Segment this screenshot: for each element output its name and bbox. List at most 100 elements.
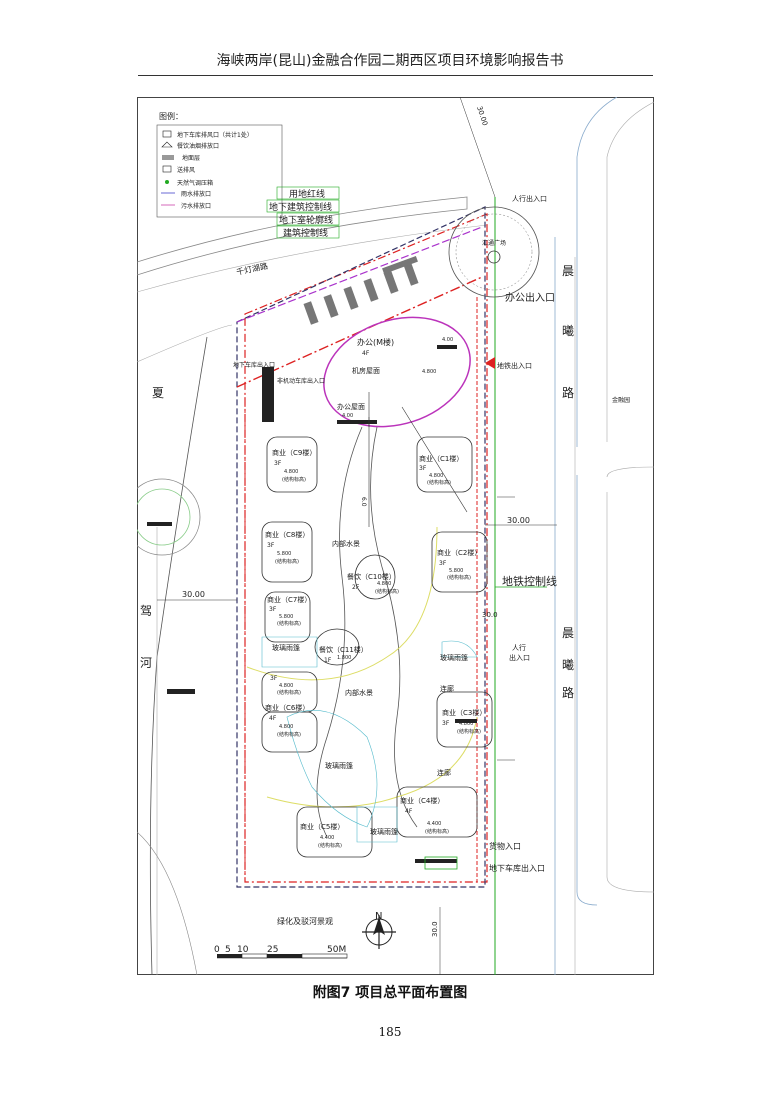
- machine-room-elev: 4.800: [422, 369, 436, 375]
- inner-water-label-2: 内部水景: [345, 688, 373, 697]
- site-plan-drawing: 图例： 地下车库排风口（共计1处） 餐饮油烟排放口 地面层 送排风 天然气调压箱…: [137, 97, 654, 975]
- east-road-curve-top: [576, 97, 618, 447]
- site-boundary-red: [244, 213, 488, 883]
- building-c10-note: (结构标高): [375, 588, 399, 595]
- line-label-basement: 地下室轮廓线: [279, 214, 333, 226]
- building-footprints: [261, 436, 493, 858]
- legend-item-label: 送排风: [177, 166, 195, 174]
- east-road-curve-top-2: [606, 101, 654, 442]
- building-c7-note: (结构标高): [277, 620, 301, 627]
- scale-label-0: 0: [214, 945, 220, 955]
- entrance-metro: 地铁出入口: [497, 361, 532, 370]
- legend-item-label: 餐饮油烟排放口: [177, 142, 219, 150]
- entrance-pedestrian-mid-2: 出入口: [509, 653, 530, 662]
- legend-item-label: 雨水排放口: [181, 190, 211, 198]
- building-m-elev: 4.00: [442, 337, 453, 343]
- building-m-outline: [323, 316, 471, 428]
- building-c1-note: (结构标高): [427, 479, 451, 486]
- glass-canopies: [261, 636, 478, 843]
- plan-frame: [137, 97, 654, 975]
- road-west-2: 驾: [140, 604, 152, 618]
- dim-label-bottom: 30.0: [431, 921, 439, 937]
- north-road-edge: [137, 224, 488, 293]
- road-east-top-2: 曦: [562, 324, 574, 338]
- building-c7-elev: 5.800: [279, 614, 293, 620]
- building-c2-note: (结构标高): [447, 574, 471, 581]
- building-c4-elev: 4.400: [427, 821, 441, 827]
- north-parking-bays: [303, 256, 419, 325]
- building-c5-note: (结构标高): [318, 842, 342, 849]
- building-c2-name: 商业（C2楼）: [437, 548, 481, 557]
- building-c10-elev: 4.800: [377, 581, 391, 587]
- building-c9-note: (结构标高): [282, 476, 306, 483]
- plaza-circle: [448, 206, 540, 298]
- line-label-control: 建筑控制线: [283, 227, 328, 239]
- machine-room-label: 机房屋面: [352, 366, 380, 375]
- plaza-label: 汇通广场: [482, 239, 506, 247]
- glass-canopy-label-1: 玻璃雨篷: [272, 643, 300, 652]
- building-c6b-note: (结构标高): [277, 689, 301, 696]
- building-c3-name: 商业（C3楼）: [442, 708, 486, 717]
- building-c7-name: 商业（C7楼）: [267, 595, 311, 604]
- building-c6-floors: 4F: [269, 715, 277, 722]
- dim-line-top: [459, 97, 496, 198]
- glass-canopy-label-4: 玻璃雨篷: [370, 827, 398, 836]
- building-c8-note: (结构标高): [275, 558, 299, 565]
- legend-title: 图例：: [159, 111, 183, 121]
- central-spine-e: [370, 426, 418, 828]
- building-c10-name: 餐饮（C10楼）: [347, 572, 396, 581]
- north-road: [137, 196, 468, 276]
- building-c6-elev: 4.800: [279, 724, 293, 730]
- building-c2-elev: 5.800: [449, 568, 463, 574]
- building-c11-elev: 1.800: [337, 655, 351, 661]
- building-c8-name: 商业（C8楼）: [265, 530, 309, 539]
- building-c5-elev: 4.400: [320, 835, 334, 841]
- metro-entrance-marker: [485, 357, 495, 369]
- building-c5-name: 商业（C5楼）: [300, 822, 344, 831]
- arrow-m-to-c2: [401, 406, 468, 513]
- scale-label-5: 5: [225, 945, 231, 955]
- entrance-garage-nw: 地下车库出入口: [233, 361, 275, 369]
- river-bank-1: [149, 336, 208, 975]
- header-rule: [138, 75, 653, 76]
- dim-label-west: 30.00: [182, 590, 205, 599]
- building-c8-floors: 3F: [267, 542, 275, 549]
- scale-bar: [217, 953, 348, 959]
- building-c6-name: 商业（C6楼）: [265, 703, 309, 712]
- figure-caption: 附图7 项目总平面布置图: [312, 985, 468, 1001]
- road-east-bottom-1: 晨: [562, 626, 574, 640]
- inner-water-label-1: 内部水景: [332, 539, 360, 548]
- building-c2-floors: 3F: [439, 560, 447, 567]
- dim-label-mid2: 30.0: [482, 611, 498, 619]
- underground-boundary-blue: [236, 206, 486, 888]
- road-north-label: 千灯湖路: [235, 261, 268, 277]
- metro-line-label: 地铁控制线: [502, 574, 557, 588]
- legend-item-label: 地下车库排风口（共计1处）: [177, 131, 253, 139]
- building-c4-name: 商业（C4楼）: [400, 796, 444, 805]
- office-roof-elev: 4.00: [342, 413, 353, 419]
- line-label-boxes: [266, 186, 340, 239]
- line-label-red: 用地红线: [289, 188, 325, 200]
- dim-label-top: 30.00: [475, 105, 489, 127]
- entrance-pedestrian-top: 人行出入口: [512, 194, 547, 203]
- north-arrow-icon: [362, 915, 396, 949]
- building-c6b-floors: 3F: [270, 675, 278, 682]
- road-curve-nw: [137, 324, 233, 363]
- road-west-3: 河: [140, 656, 152, 670]
- road-east-bottom-3: 路: [562, 685, 574, 700]
- entrance-office: 办公出入口: [505, 291, 555, 304]
- road-east-bottom-2: 曦: [562, 658, 574, 672]
- east-road-bend: [606, 466, 654, 478]
- west-roundabout-inner: [137, 488, 191, 546]
- building-c3-note: (结构标高): [457, 728, 481, 735]
- building-c9-name: 商业（C9楼）: [272, 448, 316, 457]
- building-c9-elev: 4.800: [284, 469, 298, 475]
- scale-label-50: 50M: [327, 945, 346, 955]
- corridor-label-1: 连廊: [440, 684, 454, 693]
- document-header: 海峡两岸(昆山)金融合作园二期西区项目环境影响报告书: [216, 53, 564, 69]
- basement-outline: [236, 226, 483, 323]
- building-c6-note: (结构标高): [277, 731, 301, 738]
- legend-icons: [161, 130, 175, 206]
- building-c10-floors: 2F: [352, 584, 360, 591]
- legend-item-label: 污水排放口: [181, 202, 211, 210]
